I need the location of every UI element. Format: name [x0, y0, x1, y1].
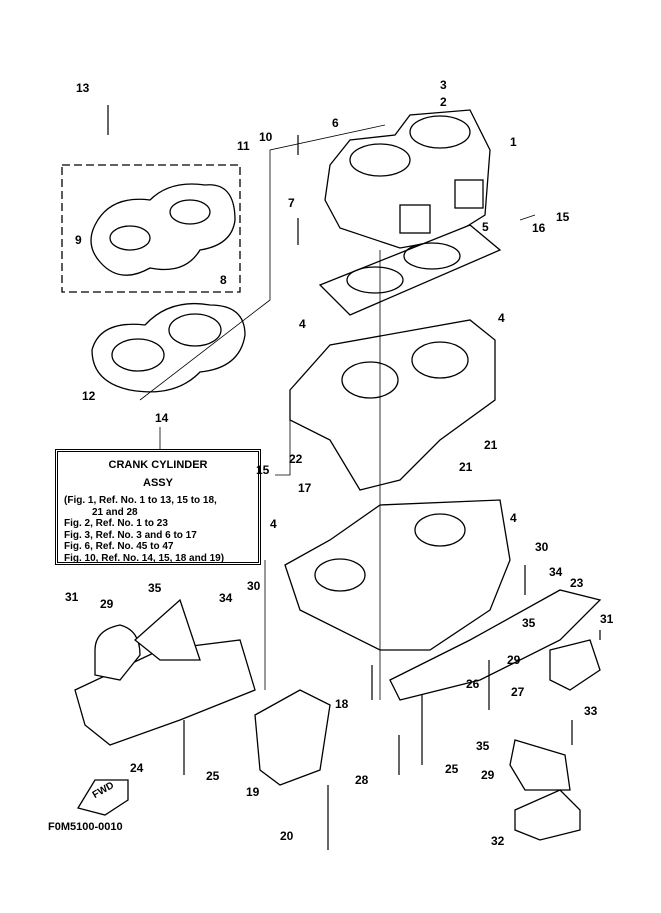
callout-30: 30 — [247, 579, 261, 593]
callout-31: 31 — [600, 612, 614, 626]
callout-9: 9 — [75, 233, 82, 247]
callout-13: 13 — [76, 81, 90, 95]
callout-10: 10 — [259, 130, 273, 144]
figure-code: F0M5100-0010 — [48, 821, 123, 833]
callout-12: 12 — [82, 389, 96, 403]
callout-25: 25 — [206, 769, 220, 783]
callout-35: 35 — [148, 581, 162, 595]
callout-30: 30 — [535, 540, 549, 554]
assy-line: (Fig. 1, Ref. No. 1 to 13, 15 to 18, — [64, 495, 217, 506]
cylinder-head-group — [61, 164, 241, 293]
callout-23: 23 — [570, 576, 584, 590]
callout-34: 34 — [219, 591, 233, 605]
callout-29: 29 — [481, 768, 495, 782]
assy-line: Fig. 10, Ref. No. 14, 15, 18 and 19) — [64, 552, 225, 564]
middle-engine-mount — [254, 689, 331, 786]
bolts — [107, 105, 601, 850]
callout-7: 7 — [288, 196, 295, 210]
head-gasket — [91, 302, 246, 393]
callout-3: 3 — [440, 78, 447, 92]
assy-line: Fig. 2, Ref. No. 1 to 23 — [64, 518, 168, 529]
cylinder — [324, 109, 491, 249]
callout-4: 4 — [510, 511, 517, 525]
callout-8: 8 — [220, 273, 227, 287]
assy-line: Fig. 3, Ref. No. 3 and 6 to 17 — [64, 529, 197, 541]
callout-2: 2 — [440, 95, 447, 109]
callout-29: 29 — [507, 653, 521, 667]
callout-32: 32 — [491, 834, 505, 848]
callout-17: 17 — [298, 481, 312, 495]
callout-33: 33 — [584, 704, 598, 718]
callout-27: 27 — [511, 685, 525, 699]
callout-5: 5 — [482, 220, 489, 234]
fwd-arrow — [76, 779, 129, 816]
callout-24: 24 — [130, 761, 144, 775]
callout-6: 6 — [332, 116, 339, 130]
assy-info-box: CRANK CYLINDER ASSY (Fig. 1, Ref. No. 1 … — [55, 449, 261, 565]
callout-25: 25 — [445, 762, 459, 776]
callout-4: 4 — [498, 311, 505, 325]
callout-14: 14 — [155, 411, 169, 425]
callout-1: 1 — [510, 135, 517, 149]
callout-19: 19 — [246, 785, 260, 799]
callout-4: 4 — [299, 317, 306, 331]
right-engine-mount — [389, 589, 602, 701]
callout-28: 28 — [355, 773, 369, 787]
assy-title: CRANK CYLINDER — [108, 459, 208, 471]
callout-15: 15 — [556, 210, 570, 224]
callout-35: 35 — [476, 739, 490, 753]
callout-26: 26 — [466, 677, 480, 691]
upper-crankcase — [289, 319, 496, 491]
callout-34: 34 — [549, 565, 563, 579]
lower-crankcase — [284, 499, 511, 651]
callout-16: 16 — [532, 221, 546, 235]
callout-22: 22 — [289, 452, 303, 466]
callout-18: 18 — [335, 697, 349, 711]
callout-20: 20 — [280, 829, 294, 843]
callout-4: 4 — [270, 517, 277, 531]
callout-35: 35 — [522, 616, 536, 630]
assy-subtitle: ASSY — [143, 477, 173, 489]
callout-11: 11 — [237, 139, 250, 153]
callout-21: 21 — [484, 438, 498, 452]
assy-line: 21 and 28 — [92, 506, 138, 518]
assy-line: Fig. 6, Ref. No. 45 to 47 — [64, 541, 174, 552]
callout-31: 31 — [65, 590, 79, 604]
leader-lines — [139, 124, 536, 700]
callout-29: 29 — [100, 597, 114, 611]
callout-21: 21 — [459, 460, 473, 474]
